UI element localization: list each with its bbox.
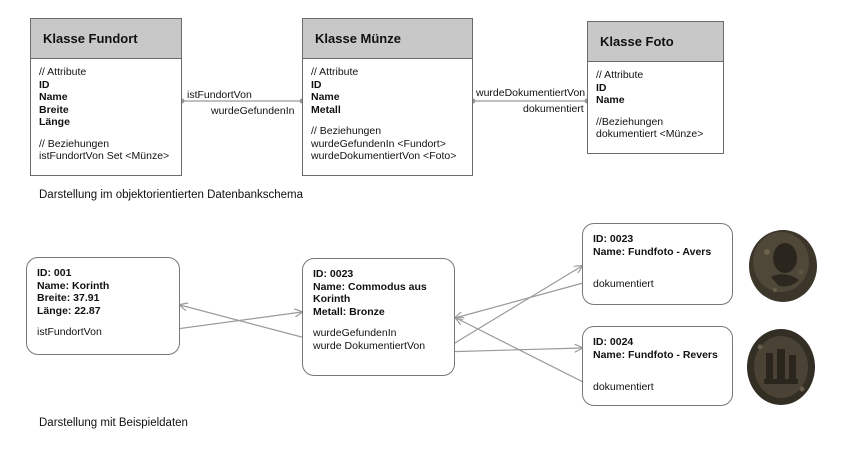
instance-name-cont: Korinth <box>313 293 351 305</box>
instance-fundort: ID: 001 Name: Korinth Breite: 37.91 Läng… <box>26 257 180 355</box>
attributes-comment: // Attribute <box>39 66 87 78</box>
rel-wurdegefundenin: wurdeGefundenIn <Fundort> <box>311 137 446 150</box>
instance-name: Name: Korinth <box>37 279 110 292</box>
instance-laenge: Länge: 22.87 <box>37 304 101 317</box>
attr-name: Name <box>596 94 625 106</box>
attr-id: ID <box>596 81 607 94</box>
instance-id: ID: 0024 <box>593 336 634 348</box>
attr-name: Name <box>39 91 68 103</box>
attr-breite: Breite <box>39 103 69 116</box>
relations-comment: // Beziehungen <box>39 137 110 150</box>
rel-dokumentiert: dokumentiert <Münze> <box>596 128 704 140</box>
attr-id: ID <box>311 78 322 91</box>
schema-caption: Darstellung im objektorientierten Datenb… <box>39 189 304 201</box>
attr-id: ID <box>39 78 50 91</box>
instance-breite: Breite: 37.91 <box>37 292 100 304</box>
rel-istfundortvon: istFundortVon Set <Münze> <box>39 150 170 162</box>
attr-metall: Metall <box>311 103 341 116</box>
attr-name: Name <box>311 91 340 103</box>
instance-rel-istfundortvon: istFundortVon <box>37 326 102 338</box>
class-muenze: Klasse Münze // Attribute ID Name Metall… <box>302 18 473 176</box>
instance-rel-wurdegefundenin: wurdeGefundenIn <box>313 327 397 339</box>
instance-rel-dokumentiert: dokumentiert <box>593 381 654 393</box>
instance-muenze: ID: 0023 Name: Commodus aus Korinth Meta… <box>302 258 455 376</box>
edge-label-wurdedokumentiertvon: wurdeDokumentiertVon <box>476 87 586 99</box>
instance-id: ID: 0023 <box>593 233 634 245</box>
instance-foto-revers: ID: 0024 Name: Fundfoto - Revers dokumen… <box>582 326 733 406</box>
attr-laenge: Länge <box>39 116 70 128</box>
attributes-comment: // Attribute <box>311 66 359 78</box>
coin-avers-photo <box>741 222 825 306</box>
instance-id: ID: 0023 <box>313 268 354 280</box>
arrow-dokumentiertvon-revers <box>439 348 582 353</box>
relations-comment: //Beziehungen <box>596 115 664 128</box>
class-fundort: Klasse Fundort // Attribute ID Name Brei… <box>30 18 182 176</box>
instance-id: ID: 001 <box>37 267 72 279</box>
edge-label-wurdegefundenin: wurdeGefundenIn <box>211 105 295 117</box>
instance-rel-dokumentiert: dokumentiert <box>593 278 654 290</box>
arrow-dokumentiertvon-avers <box>439 266 582 353</box>
instance-name: Name: Fundfoto - Avers <box>593 245 712 258</box>
attributes-comment: // Attribute <box>596 69 644 81</box>
class-muenze-title: Klasse Münze <box>303 19 472 59</box>
rel-wurdedokumentiertvon: wurdeDokumentiertVon <Foto> <box>311 150 457 162</box>
arrow-dokumentiert-avers <box>455 282 584 318</box>
instance-name: Name: Commodus aus <box>313 280 427 293</box>
edge-label-dokumentiert: dokumentiert <box>523 103 584 115</box>
class-foto-title: Klasse Foto <box>588 22 723 62</box>
instance-foto-avers: ID: 0023 Name: Fundfoto - Avers dokument… <box>582 223 733 305</box>
class-fundort-title: Klasse Fundort <box>31 19 181 59</box>
class-foto: Klasse Foto // Attribute ID Name //Bezie… <box>587 21 724 154</box>
example-caption: Darstellung mit Beispieldaten <box>39 417 188 429</box>
edge-label-istfundortvon: istFundortVon <box>187 89 252 101</box>
instance-metall: Metall: Bronze <box>313 305 385 318</box>
instance-rel-wurdedokumentiertvon: wurde DokumentiertVon <box>313 339 426 352</box>
instance-name: Name: Fundfoto - Revers <box>593 348 718 361</box>
coin-revers-photo <box>738 323 824 409</box>
relations-comment: // Beziehungen <box>311 125 382 137</box>
arrow-wurdegefundenin <box>180 305 314 341</box>
